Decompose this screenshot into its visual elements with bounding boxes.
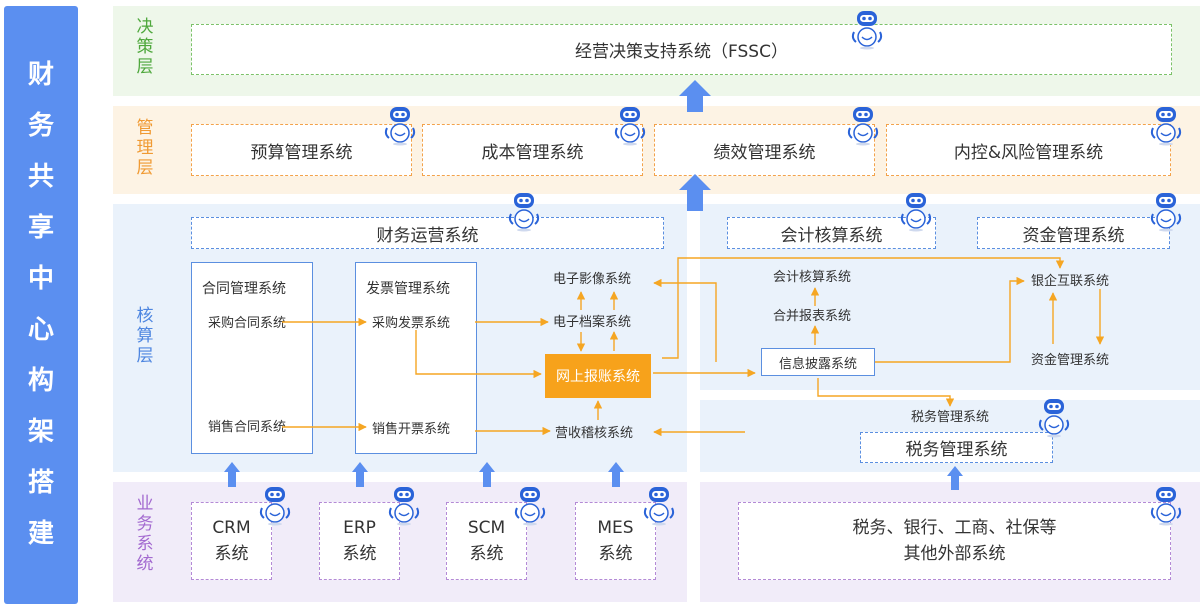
performance-box: 绩效管理系统 [654,124,875,176]
invoice-sales: 销售开票系统 [372,422,451,437]
arrow-to-image [653,278,717,362]
up-arrows [224,80,963,490]
robot-icon [387,486,421,526]
robot-icon [642,486,676,526]
layer-label-accounting: 核算层 [136,306,154,366]
image-node: 电子影像系统 [553,272,632,287]
layer-label-management: 管理层 [136,118,154,178]
robot-icon [383,106,417,146]
disclosure-node: 信息披露系统 [761,348,875,376]
tax-box: 税务管理系统 [860,432,1053,463]
up-arrow-external [947,466,963,490]
revenue-node: 营收稽核系统 [555,426,634,441]
consolidation-node: 合并报表系统 [773,309,852,324]
budget-box: 预算管理系统 [191,124,412,176]
layer-label-decision: 决策层 [136,17,154,77]
robot-icon [507,192,541,232]
fssc-box: 经营决策支持系统（FSSC） [191,24,1172,75]
robot-icon [899,192,933,232]
acct-header: 会计核算系统 [727,217,936,249]
robot-icon [850,10,884,50]
layer-label-business: 业务系统 [136,494,154,574]
invoice-title: 发票管理系统 [366,281,450,297]
invoice-purchase: 采购发票系统 [372,316,451,331]
acct-calc-node: 会计核算系统 [773,270,852,285]
arrow-disclosure-tax [817,378,955,407]
contract-purchase: 采购合同系统 [208,316,287,331]
cost-box: 成本管理系统 [422,124,643,176]
bank-node: 银企互联系统 [1031,274,1110,289]
robot-icon [1149,192,1183,232]
robot-icon [846,106,880,146]
up-arrow-scm [479,462,495,487]
contract-sales: 销售合同系统 [208,420,287,435]
ops-header: 财务运营系统 [191,217,664,249]
robot-icon [613,106,647,146]
arrow-reimburse-bank [662,257,1065,359]
up-arrow-crm [224,462,240,487]
risk-box: 内控&风险管理系统 [886,124,1171,176]
tax-small-label: 税务管理系统 [911,410,990,425]
external-box: 税务、银行、工商、社保等其他外部系统 [738,502,1171,580]
robot-icon [1037,398,1071,438]
arrow-disclosure-bank [875,276,1025,363]
up-arrow-erp [352,462,368,487]
up-arrow-accounting-management [679,174,711,211]
archive-node: 电子档案系统 [553,315,632,330]
contract-title: 合同管理系统 [202,281,286,297]
up-arrow-mes [608,462,624,487]
robot-icon [513,486,547,526]
fund-header: 资金管理系统 [977,217,1170,249]
arrow-invoice-reimburse [415,330,542,379]
robot-icon [1149,486,1183,526]
contract-box [191,262,313,454]
side-title: 财 务 共 享 中 心 构 架 搭 建 [4,6,78,604]
up-arrow-management-decision [679,80,711,112]
robot-icon [258,486,292,526]
robot-icon [1149,106,1183,146]
reimburse-node: 网上报账系统 [545,354,651,398]
fund-node: 资金管理系统 [1031,353,1110,368]
